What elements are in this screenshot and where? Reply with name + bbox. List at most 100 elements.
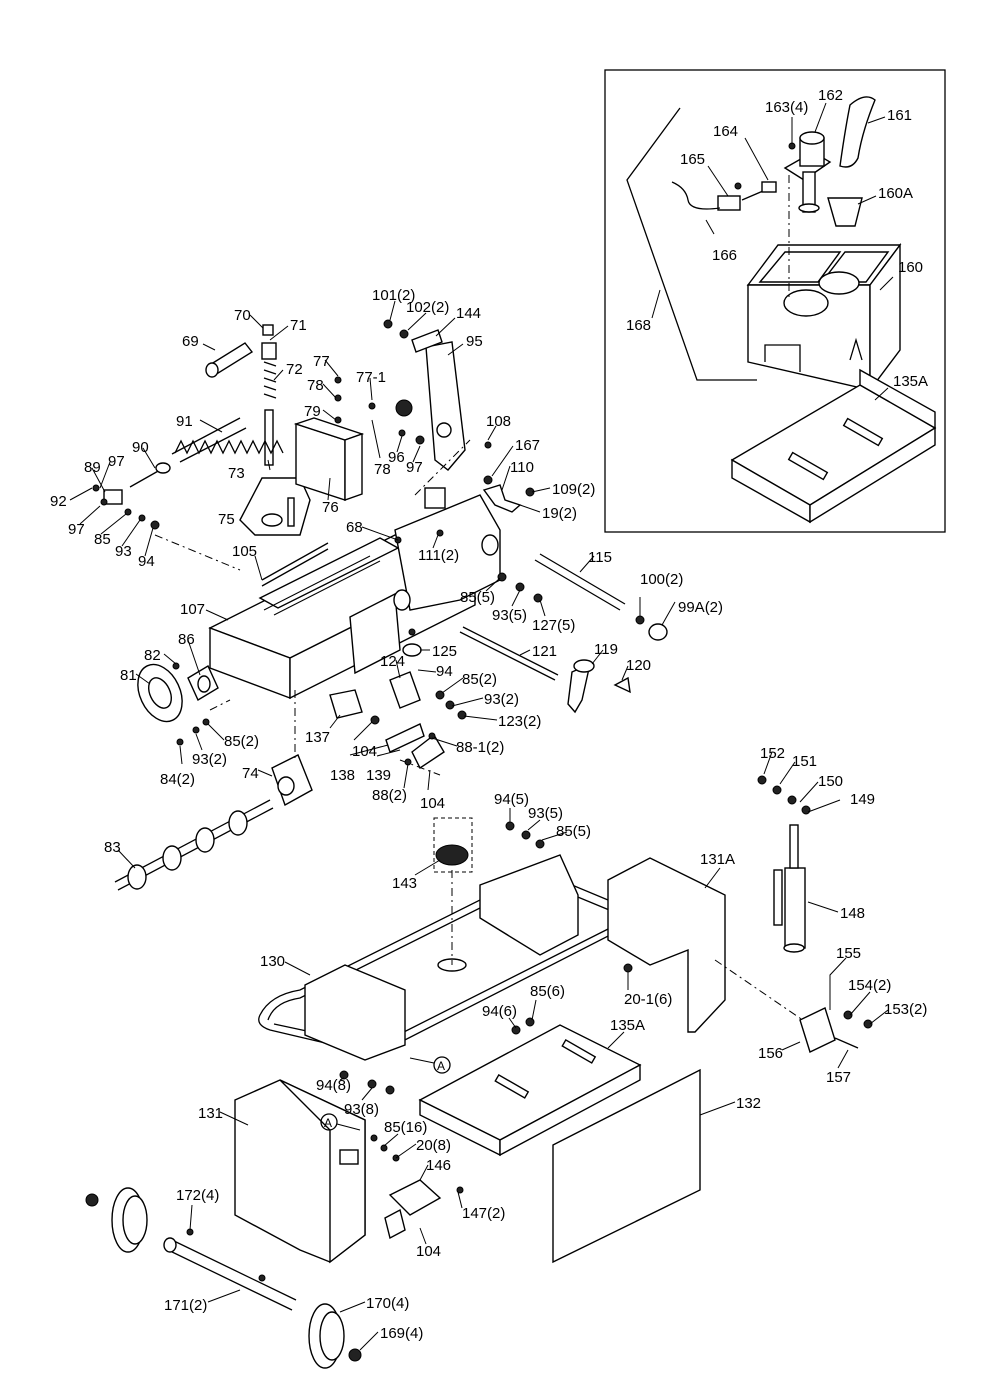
tray-135A xyxy=(418,1024,642,1157)
label-101-2: 101(2) xyxy=(372,287,415,304)
label-143: 143 xyxy=(392,875,417,892)
label-93-2a: 93(2) xyxy=(484,691,519,708)
label-93-8: 93(8) xyxy=(344,1101,379,1118)
label-131: 131 xyxy=(198,1105,223,1122)
saw-body-107 xyxy=(114,487,668,891)
label-78a: 78 xyxy=(307,377,324,394)
label-74: 74 xyxy=(242,765,259,782)
label-83: 83 xyxy=(104,839,121,856)
label-139: 139 xyxy=(366,767,391,784)
label-150: 150 xyxy=(818,773,843,790)
label-85: 85 xyxy=(94,531,111,548)
label-100-2: 100(2) xyxy=(640,571,683,588)
label-marker-a-1: A xyxy=(437,1059,445,1073)
part-labels: 163(4) 162 161 164 165 160A 166 160 168 … xyxy=(50,87,928,1342)
label-135A-inset: 135A xyxy=(893,373,928,390)
label-68: 68 xyxy=(346,519,363,536)
label-20-8: 20(8) xyxy=(416,1137,451,1154)
label-20-1-6: 20-1(6) xyxy=(624,991,672,1008)
label-160: 160 xyxy=(898,259,923,276)
label-148: 148 xyxy=(840,905,865,922)
label-157: 157 xyxy=(826,1069,851,1086)
label-154-2: 154(2) xyxy=(848,977,891,994)
label-94b: 94 xyxy=(436,663,453,680)
label-78b: 78 xyxy=(374,461,391,478)
label-93-5b: 93(5) xyxy=(528,805,563,822)
label-166: 166 xyxy=(712,247,737,264)
panel-132 xyxy=(552,1068,701,1264)
label-94-8: 94(8) xyxy=(316,1077,351,1094)
cylinder-148 xyxy=(773,824,806,953)
upper-assembly xyxy=(103,324,522,536)
label-70: 70 xyxy=(234,307,251,324)
label-161: 161 xyxy=(887,107,912,124)
label-156: 156 xyxy=(758,1045,783,1062)
label-82: 82 xyxy=(144,647,161,664)
label-85-6: 85(6) xyxy=(530,983,565,1000)
coolant-inset xyxy=(604,69,946,533)
label-93: 93 xyxy=(115,543,132,560)
label-123-2: 123(2) xyxy=(498,713,541,730)
label-120: 120 xyxy=(626,657,651,674)
label-115: 115 xyxy=(588,549,612,566)
label-107: 107 xyxy=(180,601,205,618)
label-110: 110 xyxy=(510,459,534,476)
label-137: 137 xyxy=(305,729,330,746)
pump-162 xyxy=(783,131,832,213)
axle-wheels xyxy=(85,1187,362,1369)
label-119: 119 xyxy=(594,641,618,658)
bracket-156 xyxy=(799,1007,836,1053)
panel-131A xyxy=(607,857,726,1033)
wire-166 xyxy=(671,181,721,210)
label-94: 94 xyxy=(138,553,155,570)
label-93-2b: 93(2) xyxy=(192,751,227,768)
label-88-2: 88(2) xyxy=(372,787,407,804)
label-130: 130 xyxy=(260,953,285,970)
label-104c: 104 xyxy=(416,1243,441,1260)
label-109-2: 109(2) xyxy=(552,481,595,498)
label-163-4: 163(4) xyxy=(765,99,808,116)
label-132: 132 xyxy=(736,1095,761,1112)
label-105: 105 xyxy=(232,543,257,560)
label-152: 152 xyxy=(760,745,785,762)
base-frame-130 xyxy=(258,817,629,1061)
label-85-5b: 85(5) xyxy=(556,823,591,840)
label-99A-2: 99A(2) xyxy=(678,599,723,616)
label-95: 95 xyxy=(466,333,483,350)
label-90: 90 xyxy=(132,439,149,456)
label-125: 125 xyxy=(432,643,457,660)
spring-91 xyxy=(174,439,284,455)
label-85-16: 85(16) xyxy=(384,1119,427,1136)
label-171-2: 171(2) xyxy=(164,1297,207,1314)
label-91: 91 xyxy=(176,413,193,430)
leadscrew-83 xyxy=(114,799,274,891)
label-76: 76 xyxy=(322,499,339,516)
label-162: 162 xyxy=(818,87,843,104)
label-96: 96 xyxy=(388,449,405,466)
ref-marker-a-2 xyxy=(320,1113,361,1131)
label-153-2: 153(2) xyxy=(884,1001,927,1018)
label-94-6: 94(6) xyxy=(482,1003,517,1020)
label-149: 149 xyxy=(850,791,875,808)
label-93-5: 93(5) xyxy=(492,607,527,624)
label-84-2: 84(2) xyxy=(160,771,195,788)
label-71: 71 xyxy=(290,317,307,334)
label-131A: 131A xyxy=(700,851,735,868)
label-85-2b: 85(2) xyxy=(224,733,259,750)
label-77-1: 77-1 xyxy=(356,369,386,386)
label-165: 165 xyxy=(680,151,705,168)
label-170-4: 170(4) xyxy=(366,1295,409,1312)
label-102-2: 102(2) xyxy=(406,299,449,316)
label-169-4: 169(4) xyxy=(380,1325,423,1342)
label-172-4: 172(4) xyxy=(176,1187,219,1204)
label-97c: 97 xyxy=(68,521,85,538)
label-167: 167 xyxy=(515,437,540,454)
label-69: 69 xyxy=(182,333,199,350)
label-73: 73 xyxy=(228,465,245,482)
label-81: 81 xyxy=(120,667,137,684)
label-138: 138 xyxy=(330,767,355,784)
label-146: 146 xyxy=(426,1157,451,1174)
label-79: 79 xyxy=(304,403,321,420)
label-127-5: 127(5) xyxy=(532,617,575,634)
